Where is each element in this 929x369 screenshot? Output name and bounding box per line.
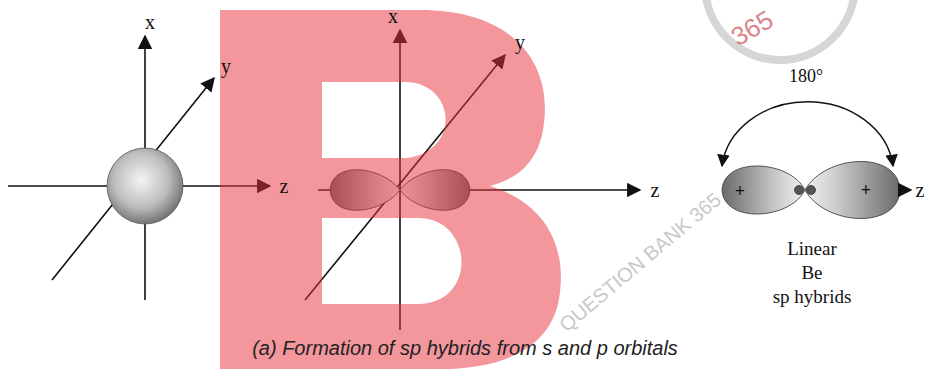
s-orbital-sphere	[107, 148, 183, 224]
axis-label: z	[280, 176, 289, 196]
sign-label: +	[861, 181, 871, 199]
angle-label: 180°	[789, 67, 823, 85]
axis-label: x	[145, 12, 155, 32]
axis-label: z	[916, 180, 925, 200]
z-axis-stub	[900, 189, 911, 191]
sign-label: +	[735, 182, 745, 200]
watermark-text: QUESTION BANK 365	[556, 189, 725, 335]
atom-label: Be	[801, 263, 822, 282]
figure-caption: (a) Formation of sp hybrids from s and p…	[252, 337, 678, 360]
watermark-letter	[220, 10, 561, 369]
hybrid-label: sp hybrids	[773, 287, 852, 306]
watermark-ring	[705, 0, 855, 60]
axis-label: y	[221, 56, 231, 76]
angle-arc	[722, 102, 893, 166]
sp-hybrid-figure	[722, 161, 900, 218]
axis-label: x	[388, 6, 398, 26]
shape-label: Linear	[787, 239, 837, 258]
axis-label: z	[651, 180, 660, 200]
axis-label: y	[515, 32, 525, 52]
